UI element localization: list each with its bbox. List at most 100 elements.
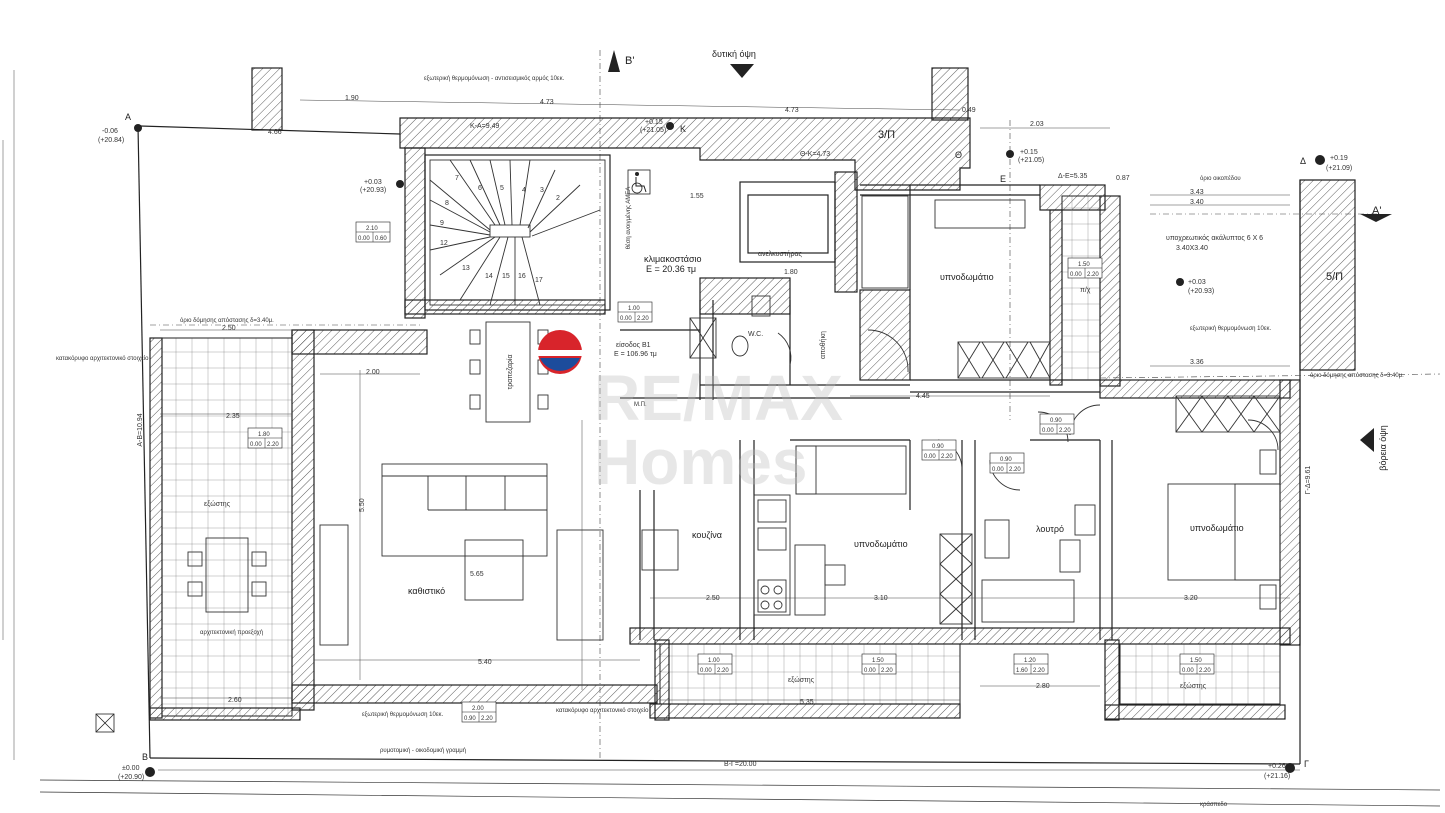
window-sill: 0.00 [864, 668, 876, 674]
level-parking-abs: (+20.93) [1188, 288, 1214, 295]
svg-text:3.20: 3.20 [1184, 595, 1198, 602]
level-g: +0.26 [1268, 763, 1286, 770]
svg-text:2.60: 2.60 [228, 697, 242, 704]
svg-text:12: 12 [440, 240, 448, 247]
note-arch-projection: αρχιτεκτονική προεξοχή [200, 629, 263, 636]
label-bathroom: λουτρό [1036, 524, 1064, 534]
west-elevation-label: δυτική όψη [712, 49, 756, 59]
svg-text:1.90: 1.90 [345, 95, 359, 102]
window-height: 2.20 [717, 668, 729, 674]
dim-ka: Κ-Α=9.49 [470, 123, 499, 130]
label-ap: Μ.Π. [634, 402, 647, 408]
window-width: 1.80 [258, 432, 270, 438]
note-building-line-left: όριο δόμησης απόστασης δ=3.40μ. [180, 317, 274, 324]
label-dining: τραπεζαρία [506, 355, 514, 390]
window-width: 0.90 [1050, 418, 1062, 424]
svg-text:2.50: 2.50 [222, 325, 236, 332]
level-a-abs: (+20.84) [98, 137, 124, 144]
svg-text:2.03: 2.03 [1030, 121, 1044, 128]
level-a: -0.06 [102, 128, 118, 135]
note-insulation-right: εξωτερική θερμομόνωση 10εκ. [1190, 325, 1272, 332]
north-elevation-label: βόρεια όψη [1378, 425, 1388, 470]
window-width: 2.10 [366, 226, 378, 232]
window-sill: 0.00 [1182, 668, 1194, 674]
level-parking: +0.03 [1188, 279, 1206, 286]
window-width: 0.90 [932, 444, 944, 450]
window-sill: 0.00 [1042, 428, 1054, 434]
level-b-abs: (+20.90) [118, 774, 144, 781]
remax-watermark: RE/MAX Homes [538, 330, 843, 498]
window-height: 2.20 [267, 442, 279, 448]
window-sill: 0.00 [992, 467, 1004, 473]
dimensions: Β-Γ=20.00 Κ-Α=9.49 Θ-Κ=4.73 Δ-Ε=5.35 Α-Β… [137, 95, 1312, 768]
label-parking: υποχρεωτικός ακάλυπτος 6 Χ 6 [1166, 234, 1263, 242]
label-stairwell: κλιμακοστάσιο [644, 254, 702, 264]
note-vertical-bottom: κατακόρυφο αρχιτεκτονικό στοιχείο [556, 707, 649, 714]
svg-text:4.73: 4.73 [540, 99, 554, 106]
svg-text:4.45: 4.45 [916, 393, 930, 400]
level-d: +0.19 [1330, 155, 1348, 162]
svg-text:4: 4 [522, 187, 526, 194]
level-theta-abs: (+21.05) [1018, 157, 1044, 164]
svg-text:5.65: 5.65 [470, 571, 484, 578]
level-b: ±0.00 [122, 765, 140, 772]
label-wc: W.C. [748, 331, 763, 338]
svg-text:0.49: 0.49 [962, 107, 976, 114]
svg-text:8: 8 [445, 200, 449, 207]
dim-gd: Γ-Δ=9.61 [1305, 466, 1312, 495]
svg-text:14: 14 [485, 273, 493, 280]
label-lift: ανελκυστήρας [758, 251, 803, 258]
svg-text:16: 16 [518, 273, 526, 280]
section-mark-b: Β' [625, 55, 634, 67]
window-sill: 0.90 [464, 716, 476, 722]
note-neighbor-5p: 5/Π [1326, 271, 1343, 283]
corner-g: Γ [1304, 759, 1309, 769]
window-sill: 0.00 [924, 454, 936, 460]
dim-bg: Β-Γ=20.00 [724, 761, 757, 768]
window-width: 1.50 [1078, 262, 1090, 268]
window-height: 2.20 [1199, 668, 1211, 674]
label-entrance: είσοδος Β1 [616, 341, 651, 349]
window-height: 2.20 [1033, 668, 1045, 674]
room-labels: κλιμακοστάσιο Ε = 20.36 τμ είσοδος Β1 Ε … [204, 169, 1263, 690]
svg-text:7: 7 [455, 175, 459, 182]
svg-text:1.80: 1.80 [784, 269, 798, 276]
corner-b: Β [142, 752, 148, 762]
note-street-line: ρυμοτομική - οικοδομική γραμμή [380, 747, 466, 754]
svg-text:9: 9 [440, 220, 444, 227]
dim-ab: Α-Β=10.94 [137, 413, 144, 446]
north-elevation-arrow [1360, 428, 1374, 452]
window-width: 0.90 [1000, 457, 1012, 463]
svg-text:2.80: 2.80 [1036, 683, 1050, 690]
window-sill: 0.00 [250, 442, 262, 448]
elevation-markers: δυτική όψη βόρεια όψη Β' Α' [608, 49, 1392, 471]
corner-d: Δ [1300, 156, 1306, 166]
svg-text:5: 5 [500, 185, 504, 192]
note-neighbor-3p: 3/Π [878, 129, 895, 141]
corner-a: Α [125, 112, 131, 122]
window-width: 1.50 [1190, 658, 1202, 664]
window-sill: 1.60 [1016, 668, 1028, 674]
level-g-abs: (+21.16) [1264, 773, 1290, 780]
svg-text:2.50: 2.50 [706, 595, 720, 602]
svg-text:2: 2 [556, 195, 560, 202]
svg-text:2.00: 2.00 [366, 369, 380, 376]
window-height: 2.20 [881, 668, 893, 674]
svg-text:0.87: 0.87 [1116, 175, 1130, 182]
building-walls [291, 147, 1301, 711]
window-tag-w11: 1.50 0.00 2.20 [1179, 653, 1215, 675]
label-bedroom-right: υπνοδωμάτιο [1190, 523, 1244, 533]
west-elevation-arrow [730, 64, 754, 78]
window-sill: 0.00 [358, 236, 370, 242]
window-width: 1.00 [708, 658, 720, 664]
note-insulation-bottom: εξωτερική θερμομόνωση 10εκ. [362, 711, 444, 718]
